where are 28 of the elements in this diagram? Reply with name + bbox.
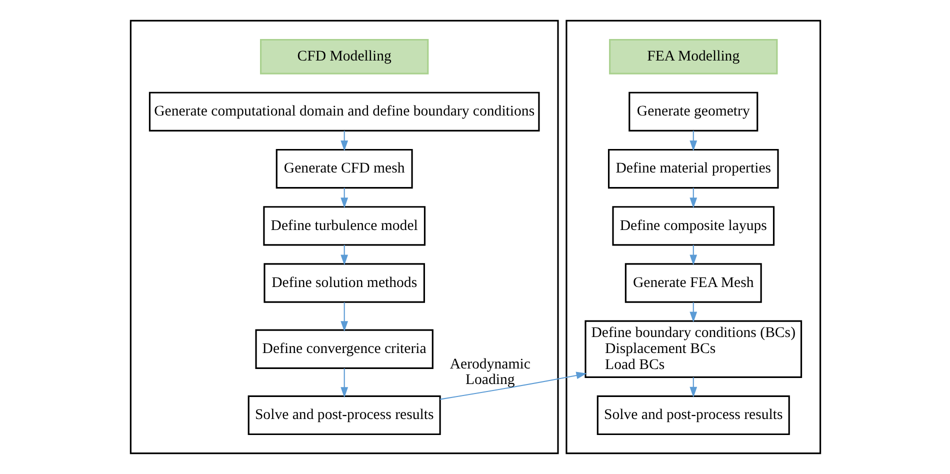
node-box: Generate CFD mesh — [275, 148, 412, 189]
cluster — [129, 20, 558, 454]
arrow — [689, 244, 697, 266]
node-box: Define turbulence model — [262, 206, 426, 246]
arrow — [340, 244, 348, 266]
arrow — [440, 372, 586, 400]
arrow — [689, 302, 697, 322]
node-box: Generate geometry — [628, 92, 758, 132]
arrow — [340, 302, 348, 332]
arrow — [340, 368, 348, 398]
node-box: FEA Modelling — [608, 38, 778, 74]
node-box: Solve and post-process results — [596, 395, 790, 436]
node-box: Generate computational domain and define boundary conditions — [148, 92, 540, 132]
node-box: Define boundary conditions (BCs) Displacement BCs Load BCs — [584, 320, 802, 378]
arrow — [689, 377, 697, 398]
arrow — [340, 130, 348, 152]
node-box: Solve and post-process results — [247, 395, 440, 436]
node-box: Define material properties — [607, 148, 778, 189]
cluster — [565, 20, 821, 454]
edge-label: Aerodynamic Loading — [449, 356, 530, 388]
arrow — [689, 188, 697, 208]
arrow — [689, 130, 697, 152]
node-box: Define composite layups — [612, 206, 774, 246]
node-box: CFD Modelling — [260, 38, 428, 74]
node-box: Define solution methods — [263, 263, 424, 303]
node-box: Define convergence criteria — [254, 329, 433, 369]
node-box: Generate FEA Mesh — [624, 263, 762, 303]
arrow — [340, 188, 348, 208]
